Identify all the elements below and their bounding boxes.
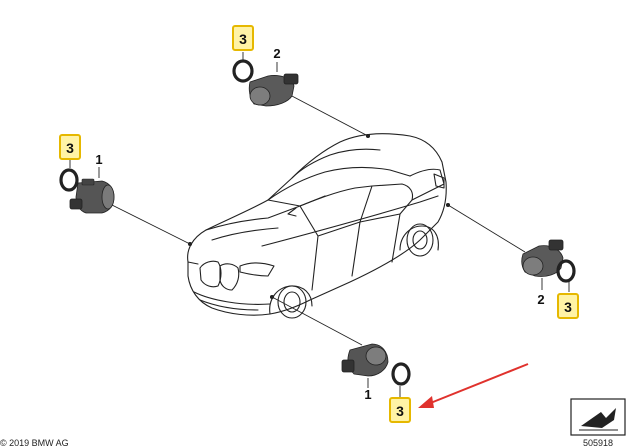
sealing-ring-front-left xyxy=(59,168,79,192)
sealing-ring-front-bottom xyxy=(391,362,411,386)
sealing-ring-rear-right xyxy=(556,259,576,283)
callout-front-bottom-ring[interactable]: 3 xyxy=(389,397,411,423)
leader-front-left xyxy=(111,204,191,245)
callout-number: 3 xyxy=(564,299,572,315)
leader-dot xyxy=(445,202,451,208)
parking-sensor-front-left xyxy=(69,178,115,214)
leader-rear-top xyxy=(289,94,369,137)
callout-number: 3 xyxy=(66,140,74,156)
parking-sensor-front-bottom xyxy=(341,343,389,377)
leader-rear-right xyxy=(447,204,526,253)
car-outline xyxy=(187,133,447,319)
diagram-number: 505918 xyxy=(583,438,613,447)
callout-front-left-sensor: 1 xyxy=(95,152,102,167)
leader-dot xyxy=(187,241,193,247)
callout-rear-right-sensor: 2 xyxy=(537,292,544,307)
rings xyxy=(59,59,576,386)
parking-sensor-rear-top xyxy=(248,73,299,107)
arrow-box-icon xyxy=(570,398,626,436)
copyright-text: © 2019 BMW AG xyxy=(0,438,69,447)
leader-lines xyxy=(69,52,570,397)
leader-dot xyxy=(365,133,371,139)
sealing-ring-rear-top xyxy=(232,59,254,83)
callout-number: 3 xyxy=(239,31,247,47)
red-arrow-icon xyxy=(418,363,529,408)
callout-number: 3 xyxy=(396,403,404,419)
callout-rear-top-sensor: 2 xyxy=(273,46,280,61)
leader-dot xyxy=(269,294,275,300)
parking-sensor-rear-right xyxy=(521,239,564,277)
callout-labels: 3 2 3 1 2 3 1 3 xyxy=(59,25,579,423)
callout-rear-top-ring[interactable]: 3 xyxy=(232,25,254,51)
callout-front-bottom-sensor: 1 xyxy=(364,387,371,402)
callout-front-left-ring[interactable]: 3 xyxy=(59,134,81,160)
callout-rear-right-ring[interactable]: 3 xyxy=(557,293,579,319)
leader-front-bottom xyxy=(271,296,363,346)
